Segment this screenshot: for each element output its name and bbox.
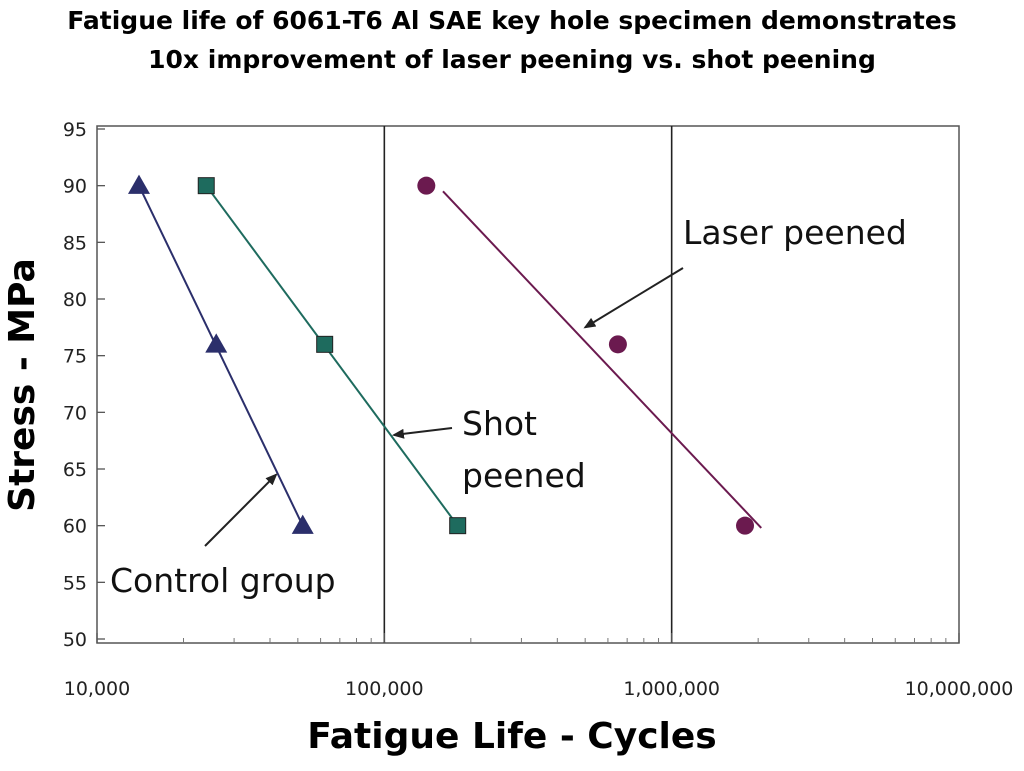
trend-line-2 [442, 190, 762, 529]
annotation-arrow-0 [583, 267, 684, 329]
data-point-circle-0 [417, 176, 436, 195]
annotation-label-2: Control group [110, 561, 336, 600]
y-tick-label: 70 [63, 402, 87, 424]
data-point-square-0 [197, 177, 215, 195]
y-tick-label: 85 [63, 232, 87, 254]
data-point-triangle-2 [291, 514, 314, 534]
y-tick-label: 75 [63, 346, 87, 368]
x-tick-label: 10,000 [64, 678, 130, 700]
annotation-arrow-1 [391, 427, 453, 439]
data-point-triangle-0 [127, 174, 150, 194]
y-tick-label: 50 [63, 629, 87, 651]
trend-line-0 [138, 185, 304, 527]
x-tick-label: 1,000,000 [623, 678, 720, 700]
y-tick-label: 60 [63, 516, 87, 538]
plot-area [96, 125, 960, 644]
trend-lines [138, 185, 762, 529]
data-point-square-2 [449, 517, 467, 535]
x-tick-label: 10,000,000 [905, 678, 1014, 700]
y-tick-label: 95 [63, 119, 87, 141]
y-tick-label: 55 [63, 572, 87, 594]
gridlines [383, 126, 673, 643]
y-tick-label: 80 [63, 289, 87, 311]
data-markers [127, 174, 755, 535]
data-point-circle-2 [736, 516, 755, 535]
x-tick-label: 100,000 [345, 678, 424, 700]
annotation-label-0: Laser peened [683, 213, 907, 252]
x-axis-label: Fatigue Life - Cycles [307, 716, 716, 757]
annotation-arrow-2 [204, 473, 278, 547]
chart-title-line-1: Fatigue life of 6061-T6 Al SAE key hole … [67, 6, 956, 35]
y-axis: 50 55 60 65 70 75 80 85 90 95 [63, 119, 105, 651]
y-axis-label: Stress - MPa [2, 258, 43, 512]
x-axis: 10,000 100,000 1,000,000 10,000,000 [64, 633, 1014, 700]
data-point-circle-1 [608, 335, 627, 354]
trend-line-1 [205, 185, 459, 527]
y-tick-label: 90 [63, 176, 87, 198]
data-point-triangle-1 [205, 333, 228, 353]
data-point-square-1 [316, 335, 334, 353]
annotation-label-1: Shot [462, 404, 537, 443]
chart-title-line-2: 10x improvement of laser peening vs. sho… [148, 45, 876, 74]
y-tick-label: 65 [63, 459, 87, 481]
annotation-label-1: peened [462, 456, 586, 495]
